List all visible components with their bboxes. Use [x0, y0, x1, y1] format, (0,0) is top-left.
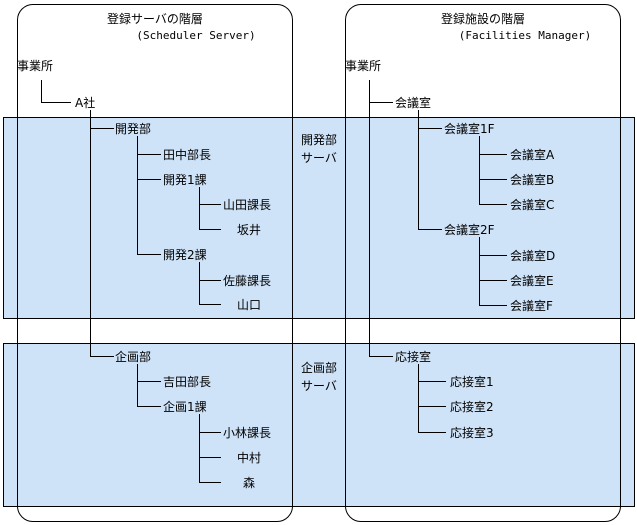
left-panel-title: 登録サーバの階層 [107, 12, 203, 26]
server-label-development-2: サーバ [301, 151, 337, 165]
node-company: A社 [75, 96, 96, 110]
tree-line [418, 110, 419, 229]
tree-line [199, 262, 200, 304]
tree-line [137, 381, 161, 382]
right-panel-title: 登録施設の階層 [440, 12, 525, 26]
tree-line [137, 254, 161, 255]
server-label-planning-1: 企画部 [300, 361, 337, 375]
left-panel [17, 4, 293, 522]
tree-line [479, 280, 507, 281]
tree-line [90, 110, 91, 356]
tree-line [479, 305, 507, 306]
tree-line [369, 80, 370, 356]
tree-line [479, 179, 507, 180]
tree-line [199, 204, 221, 205]
tree-line [199, 432, 221, 433]
tree-line [199, 482, 221, 483]
node-room-d: 会議室D [510, 249, 556, 263]
tree-line [137, 406, 161, 407]
tree-line [199, 229, 221, 230]
tree-line [418, 128, 442, 129]
node-meeting-rooms: 会議室 [395, 96, 432, 110]
node-reception-2: 応接室2 [450, 400, 494, 414]
tree-line [199, 457, 221, 458]
node-left-root: 事業所 [17, 59, 54, 73]
node-room-b: 会議室B [510, 173, 555, 187]
node-floor-2f: 会議室2F [444, 223, 495, 237]
tree-line [137, 364, 138, 406]
node-right-root: 事業所 [345, 59, 382, 73]
tree-line [479, 255, 507, 256]
node-section-dev1-member: 坂井 [237, 223, 262, 237]
node-section-dev1-chief: 山田課長 [223, 198, 272, 212]
server-band-development [3, 117, 635, 319]
server-label-development-1: 開発部 [300, 133, 337, 147]
node-room-a: 会議室A [510, 148, 555, 162]
right-panel-subtitle: (Facilities Manager) [458, 29, 592, 42]
node-room-f: 会議室F [510, 299, 553, 313]
node-dept-planning-manager: 吉田部長 [163, 375, 212, 389]
node-section-dev2-chief: 佐藤課長 [223, 274, 272, 288]
node-section-plan1-member1: 中村 [237, 451, 262, 465]
node-room-e: 会議室E [510, 274, 554, 288]
node-reception-1: 応接室1 [450, 375, 494, 389]
tree-line [479, 136, 480, 204]
node-dept-development-manager: 田中部長 [163, 148, 212, 162]
tree-line [199, 280, 221, 281]
node-section-plan1-member2: 森 [243, 476, 256, 490]
tree-line [418, 381, 446, 382]
node-floor-1f: 会議室1F [444, 122, 495, 136]
node-section-plan1-chief: 小林課長 [223, 426, 272, 440]
node-dept-development: 開発部 [115, 122, 152, 136]
tree-line [137, 179, 161, 180]
right-panel [345, 4, 621, 522]
tree-line [418, 229, 442, 230]
tree-line [418, 364, 419, 432]
tree-line [41, 102, 71, 103]
tree-line [369, 356, 393, 357]
tree-line [199, 187, 200, 229]
node-dept-planning: 企画部 [115, 350, 152, 364]
tree-line [479, 237, 480, 305]
tree-line [369, 102, 393, 103]
server-label-planning-2: サーバ [301, 379, 337, 393]
tree-line [90, 128, 114, 129]
left-panel-subtitle: (Scheduler Server) [136, 29, 256, 42]
tree-line [418, 432, 446, 433]
tree-line [90, 356, 114, 357]
tree-line [199, 304, 221, 305]
node-reception-rooms: 応接室 [395, 350, 432, 364]
node-room-c: 会議室C [510, 198, 555, 212]
tree-line [41, 80, 42, 102]
node-section-dev2-member: 山口 [237, 298, 262, 312]
node-reception-3: 応接室3 [450, 426, 494, 440]
node-section-plan1: 企画1課 [163, 400, 207, 414]
tree-line [137, 136, 138, 254]
tree-line [199, 414, 200, 482]
node-section-dev1: 開発1課 [163, 173, 207, 187]
tree-line [479, 204, 507, 205]
tree-line [418, 406, 446, 407]
server-band-planning [3, 343, 635, 507]
node-section-dev2: 開発2課 [163, 248, 207, 262]
tree-line [479, 154, 507, 155]
tree-line [137, 154, 161, 155]
